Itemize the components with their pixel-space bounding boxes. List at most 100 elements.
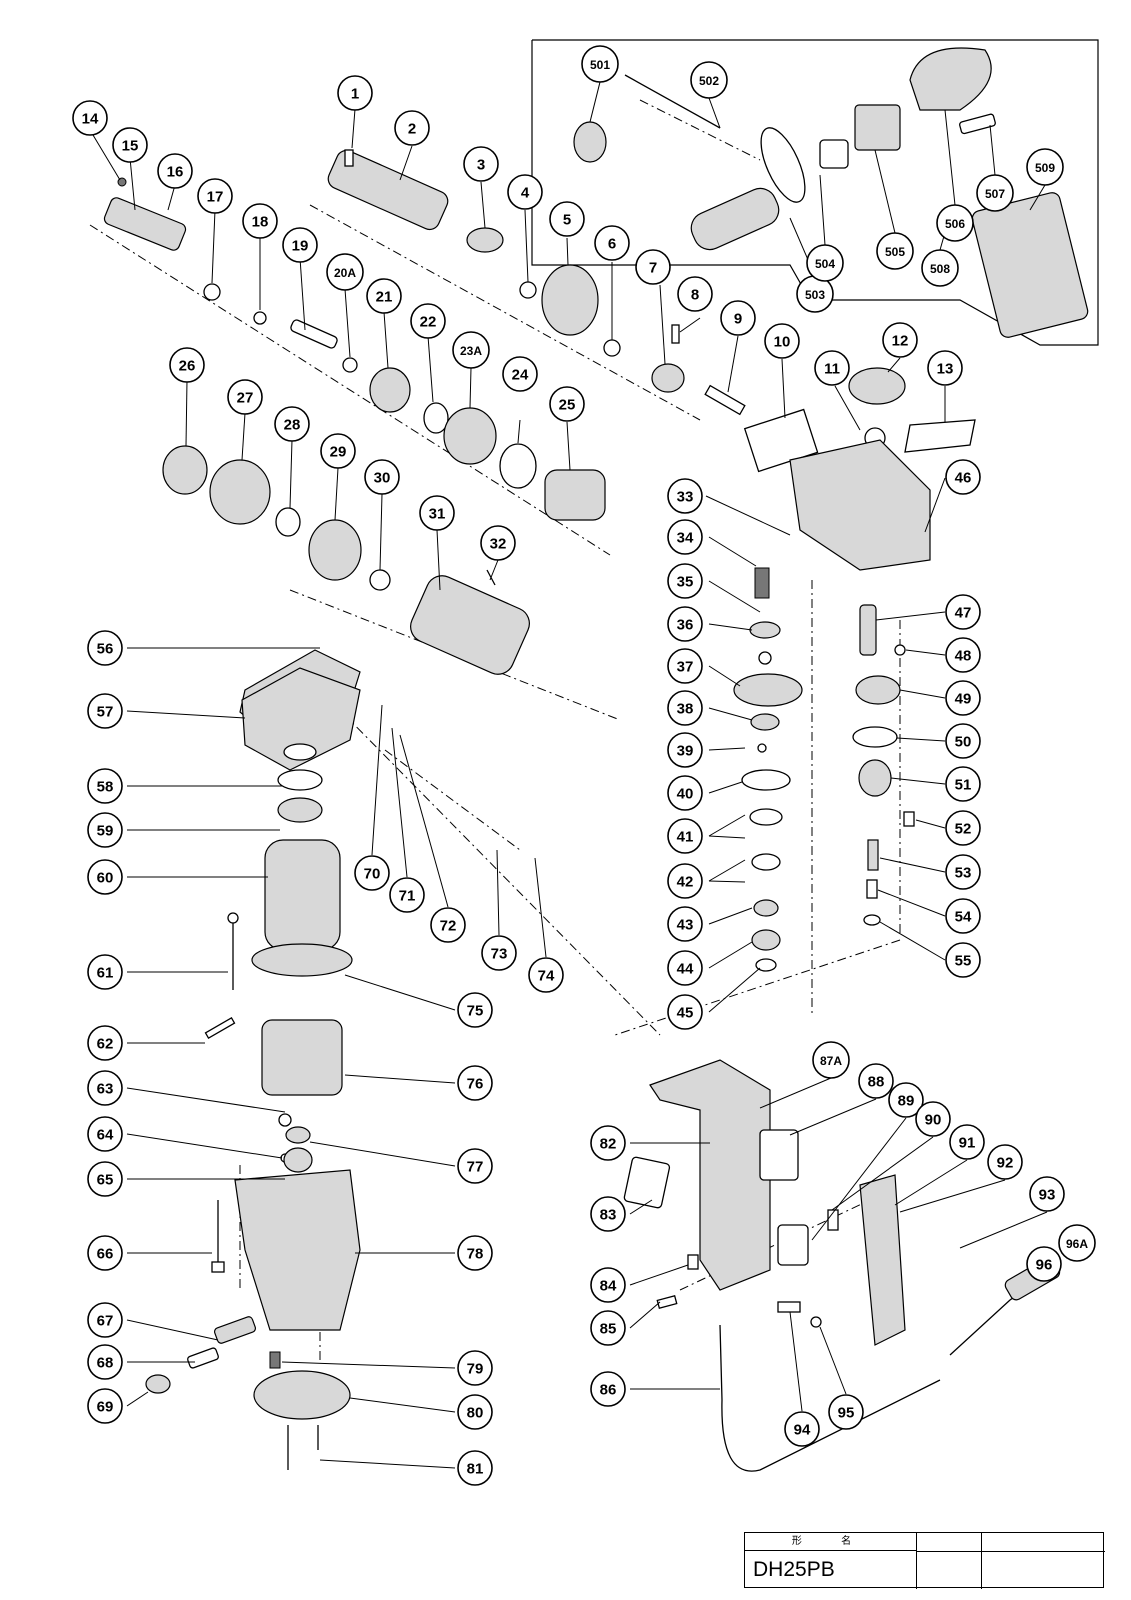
callout-circle (915, 1101, 951, 1137)
callout-circle (927, 350, 963, 386)
callout-circle (112, 127, 148, 163)
callout-label: 1 (351, 86, 359, 103)
callout-label: 93 (1039, 1187, 1056, 1204)
callout-label: 42 (677, 874, 694, 891)
callout-6: 6 (594, 225, 630, 261)
callout-82: 82 (590, 1125, 626, 1161)
callout-label: 89 (898, 1093, 915, 1110)
callout-circle (169, 347, 205, 383)
callout-5: 5 (549, 201, 585, 237)
callout-label: 53 (955, 865, 972, 882)
callout-label: 95 (838, 1405, 855, 1422)
callout-label: 56 (97, 641, 114, 658)
callout-circle (502, 356, 538, 392)
callout-label: 32 (490, 536, 507, 553)
callout-circle (594, 225, 630, 261)
callout-label: 31 (429, 506, 446, 523)
callout-circle (457, 1235, 493, 1271)
callout-label: 50 (955, 734, 972, 751)
callout-label: 8 (691, 287, 699, 304)
callout-circle (1026, 148, 1064, 186)
callout-29: 29 (320, 433, 356, 469)
callout-circle (549, 386, 585, 422)
callout-49: 49 (945, 680, 981, 716)
callout-circle (882, 322, 918, 358)
callout-92: 92 (987, 1144, 1023, 1180)
callout-label: 58 (97, 779, 114, 796)
callout-503: 503 (796, 275, 834, 313)
callout-label: 36 (677, 617, 694, 634)
callout-circle (720, 300, 756, 336)
callout-circle (828, 1394, 864, 1430)
callout-18: 18 (242, 203, 278, 239)
callout-circle (945, 942, 981, 978)
callout-label: 47 (955, 605, 972, 622)
callout-label: 69 (97, 1399, 114, 1416)
callout-label: 28 (284, 417, 301, 434)
callout-label: 14 (82, 111, 99, 128)
callout-label: 44 (677, 961, 694, 978)
callout-label: 57 (97, 704, 114, 721)
callout-label: 82 (600, 1136, 617, 1153)
callout-45: 45 (667, 994, 703, 1030)
callout-circle (463, 146, 499, 182)
callout-12: 12 (882, 322, 918, 358)
callout-label: 34 (677, 530, 694, 547)
callout-506: 506 (936, 204, 974, 242)
callout-25: 25 (549, 386, 585, 422)
callout-509: 509 (1026, 148, 1064, 186)
callout-circle (667, 950, 703, 986)
callout-circle (888, 1082, 924, 1118)
callout-circle (667, 478, 703, 514)
callout-circle (87, 812, 123, 848)
callout-28: 28 (274, 406, 310, 442)
callout-label: 59 (97, 823, 114, 840)
callout-label: 68 (97, 1355, 114, 1372)
callout-circle (282, 227, 318, 263)
callout-circle (945, 680, 981, 716)
callout-17: 17 (197, 178, 233, 214)
callout-42: 42 (667, 863, 703, 899)
callout-circle (157, 153, 193, 189)
title-block-divider (981, 1533, 982, 1589)
callout-circle (590, 1267, 626, 1303)
callout-circle (87, 1116, 123, 1152)
callout-84: 84 (590, 1267, 626, 1303)
callout-circle (452, 331, 490, 369)
callout-circle (667, 732, 703, 768)
callout-81: 81 (457, 1450, 493, 1486)
callout-circle (457, 1350, 493, 1386)
callout-label: 52 (955, 821, 972, 838)
callout-label: 60 (97, 870, 114, 887)
callout-35: 35 (667, 563, 703, 599)
callout-circle (87, 1070, 123, 1106)
callout-26: 26 (169, 347, 205, 383)
callout-40: 40 (667, 775, 703, 811)
callout-circle (274, 406, 310, 442)
callout-30: 30 (364, 459, 400, 495)
callout-label: 39 (677, 743, 694, 760)
callout-label: 26 (179, 358, 196, 375)
callout-circle (945, 766, 981, 802)
callout-508: 508 (921, 249, 959, 287)
callout-46: 46 (945, 459, 981, 495)
callout-label: 502 (699, 74, 719, 88)
callout-label: 73 (491, 946, 508, 963)
callout-label: 66 (97, 1246, 114, 1263)
callout-circle (389, 877, 425, 913)
callout-66: 66 (87, 1235, 123, 1271)
callout-layer: 1234567891011121314151617181920A212223A2… (72, 45, 1096, 1486)
callout-7: 7 (635, 249, 671, 285)
callout-circle (481, 935, 517, 971)
callout-label: 18 (252, 214, 269, 231)
callout-48: 48 (945, 637, 981, 673)
callout-15: 15 (112, 127, 148, 163)
callout-circle (987, 1144, 1023, 1180)
callout-circle (457, 1065, 493, 1101)
callout-label: 43 (677, 917, 694, 934)
accessory-inset-frame (531, 39, 1099, 346)
callout-circle (936, 204, 974, 242)
callout-89: 89 (888, 1082, 924, 1118)
callout-91: 91 (949, 1124, 985, 1160)
callout-52: 52 (945, 810, 981, 846)
